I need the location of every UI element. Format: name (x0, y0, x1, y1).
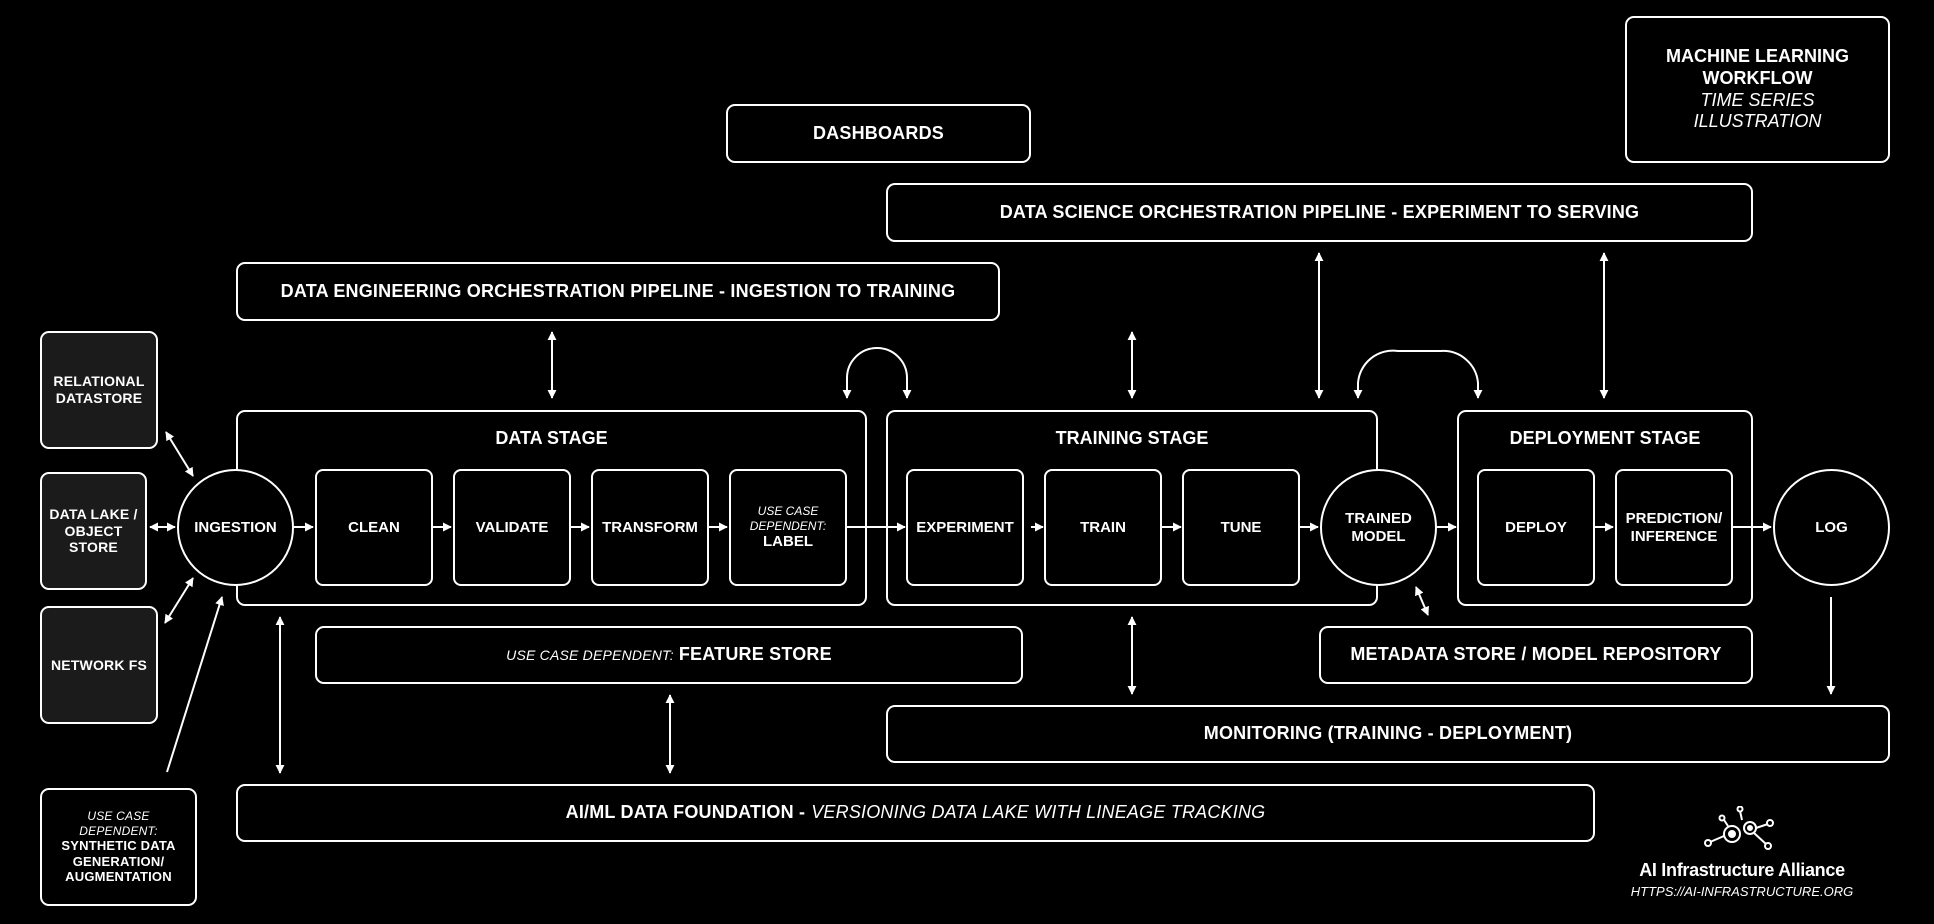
data-lake-box[interactable]: DATA LAKE / OBJECT STORE (40, 472, 147, 590)
arrow-loop-training-deployment (1353, 349, 1483, 399)
deploy-step[interactable]: DEPLOY (1477, 469, 1595, 586)
foundation-sublabel: VERSIONING DATA LAKE WITH LINEAGE TRACKI… (811, 802, 1266, 823)
trained-model-node[interactable]: TRAINED MODEL (1320, 469, 1437, 586)
feature-store-label: FEATURE STORE (678, 644, 832, 665)
data-engineering-pipeline-box[interactable]: DATA ENGINEERING ORCHESTRATION PIPELINE … (236, 262, 1000, 321)
training-stage-title: TRAINING STAGE (1055, 428, 1209, 448)
data-foundation-box[interactable]: AI/ML DATA FOUNDATION - VERSIONING DATA … (236, 784, 1595, 842)
logo-url[interactable]: HTTPS://AI-INFRASTRUCTURE.ORG (1630, 884, 1854, 899)
label-prefix: USE CASE DEPENDENT: (749, 504, 827, 533)
prediction-step[interactable]: PREDICTION/ INFERENCE (1615, 469, 1733, 586)
clean-step[interactable]: CLEAN (315, 469, 433, 586)
aia-logo[interactable]: AI Infrastructure Alliance HTTPS://AI-IN… (1612, 806, 1872, 899)
experiment-step[interactable]: EXPERIMENT (906, 469, 1024, 586)
network-fs-box[interactable]: NETWORK FS (40, 606, 158, 724)
data-stage-title: DATA STAGE (495, 428, 608, 448)
data-science-pipeline-box[interactable]: DATA SCIENCE ORCHESTRATION PIPELINE - EX… (886, 183, 1753, 242)
foundation-label: AI/ML DATA FOUNDATION - (565, 802, 806, 823)
arrow-loop-data-training (842, 347, 912, 399)
monitoring-box[interactable]: MONITORING (TRAINING - DEPLOYMENT) (886, 705, 1890, 763)
label-step[interactable]: USE CASE DEPENDENT: LABEL (729, 469, 847, 586)
arrow-synthetic-ingestion (166, 596, 224, 773)
legend-box: MACHINE LEARNING WORKFLOW TIME SERIES IL… (1625, 16, 1890, 163)
deployment-stage: DEPLOYMENT STAGE (1457, 410, 1753, 606)
legend-title: MACHINE LEARNING WORKFLOW (1666, 46, 1849, 88)
arrow-networkfs-ingestion (164, 577, 194, 624)
validate-step[interactable]: VALIDATE (453, 469, 571, 586)
synthetic-prefix: USE CASE DEPENDENT: (79, 809, 158, 838)
logo-name: AI Infrastructure Alliance (1639, 860, 1845, 880)
train-step[interactable]: TRAIN (1044, 469, 1162, 586)
ingestion-node[interactable]: INGESTION (177, 469, 294, 586)
gears-icon (1704, 806, 1774, 850)
tune-step[interactable]: TUNE (1182, 469, 1300, 586)
feature-store-prefix: USE CASE DEPENDENT: (506, 646, 674, 663)
arrow-model-metadata (1415, 586, 1429, 616)
arrow-relational-ingestion (165, 431, 194, 477)
legend-subtitle: TIME SERIES ILLUSTRATION (1693, 89, 1822, 132)
deployment-stage-title: DEPLOYMENT STAGE (1509, 428, 1701, 448)
dashboards-box[interactable]: DASHBOARDS (726, 104, 1031, 163)
transform-step[interactable]: TRANSFORM (591, 469, 709, 586)
log-node[interactable]: LOG (1773, 469, 1890, 586)
synthetic-label: SYNTHETIC DATA GENERATION/ AUGMENTATION (61, 838, 176, 885)
synthetic-data-box[interactable]: USE CASE DEPENDENT: SYNTHETIC DATA GENER… (40, 788, 197, 906)
label-text: LABEL (763, 533, 813, 551)
relational-datastore-box[interactable]: RELATIONAL DATASTORE (40, 331, 158, 449)
feature-store-box[interactable]: USE CASE DEPENDENT: FEATURE STORE (315, 626, 1023, 684)
metadata-store-box[interactable]: METADATA STORE / MODEL REPOSITORY (1319, 626, 1753, 684)
